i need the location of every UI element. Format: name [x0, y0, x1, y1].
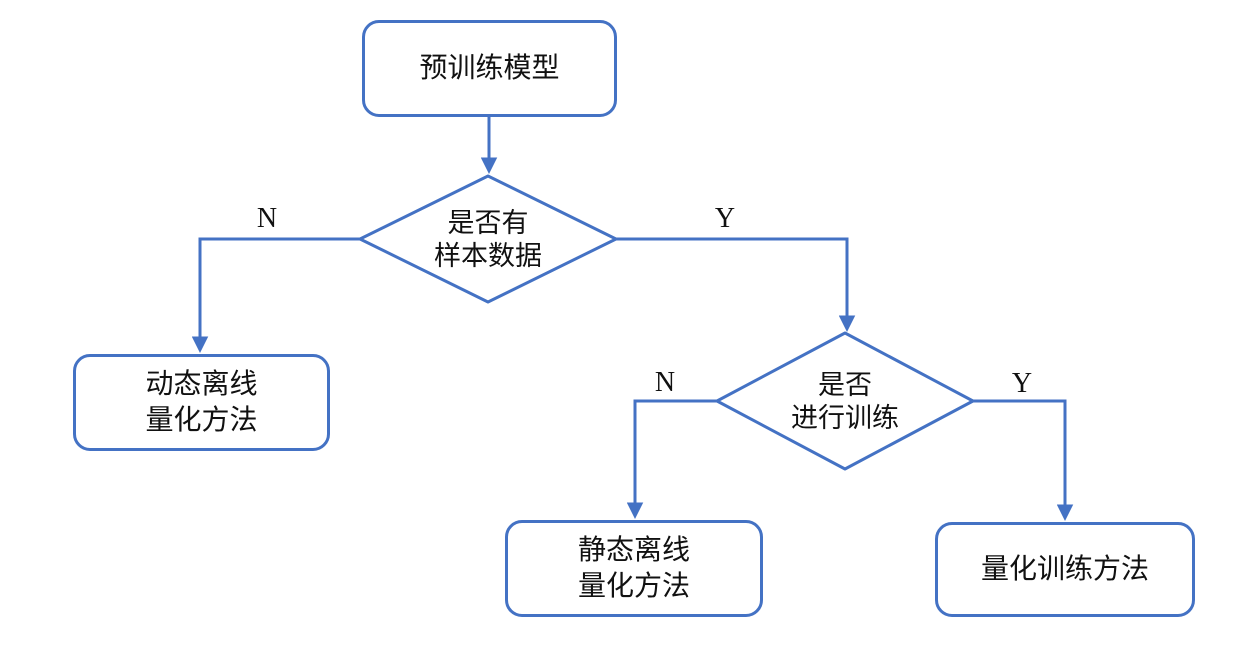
edge-label-train-no: N [654, 367, 676, 398]
edge-sample-no-to-dynamic-offline [191, 237, 360, 353]
node-static-offline-line1: 静态离线 [577, 534, 690, 566]
edge-label-train-yes: Y [1011, 368, 1033, 399]
decision-train-line2: 进行训练 [791, 403, 899, 433]
decision-sample-data-diamond [358, 174, 618, 304]
node-dynamic-offline-line1: 动态离线 [145, 368, 258, 400]
edge-sample-yes-to-train-decision [616, 237, 856, 332]
decision-train-diamond [715, 331, 975, 471]
node-dynamic-offline-line2: 量化方法 [145, 404, 258, 436]
node-static-offline-quantization: 静态离线 量化方法 [505, 520, 763, 617]
edge-label-sample-no: N [256, 203, 278, 234]
decision-train-label: 是否 进行训练 [725, 369, 965, 435]
node-pretrained-model-label: 预训练模型 [419, 52, 560, 84]
node-static-offline-line2: 量化方法 [577, 570, 690, 602]
decision-train-line1: 是否 [818, 370, 872, 400]
node-quantization-training-label: 量化训练方法 [980, 553, 1149, 585]
decision-sample-data-label: 是否有 样本数据 [368, 207, 608, 273]
node-dynamic-offline-quantization: 动态离线 量化方法 [73, 354, 330, 451]
decision-sample-data-line2: 样本数据 [434, 241, 542, 271]
edge-label-sample-yes: Y [714, 203, 736, 234]
edge-train-no-to-static-offline [626, 399, 717, 519]
edge-train-yes-to-quant-training [973, 399, 1074, 521]
decision-sample-data-line1: 是否有 [447, 208, 529, 238]
node-pretrained-model: 预训练模型 [362, 20, 617, 117]
node-quantization-training: 量化训练方法 [935, 522, 1195, 617]
